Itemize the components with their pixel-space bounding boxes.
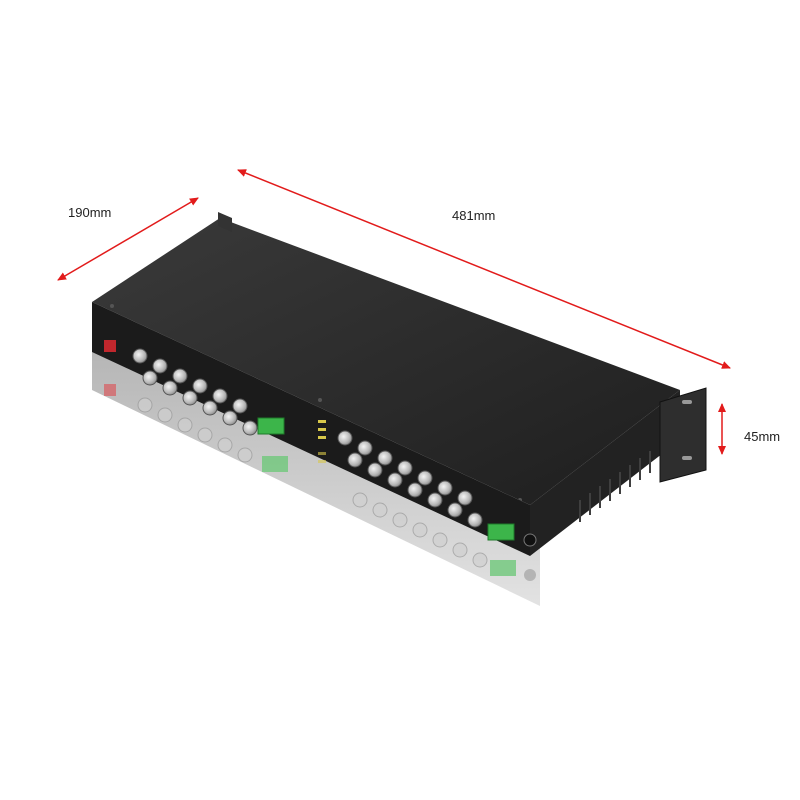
bracket-slot <box>682 456 692 460</box>
width-dimension-label: 481mm <box>452 208 496 223</box>
rack-bracket-right <box>659 387 707 483</box>
depth-arrow <box>57 197 199 281</box>
bnc-connector-icon <box>132 348 258 436</box>
terminal-block-icon <box>257 417 288 472</box>
height-dimension-label: 45mm <box>744 429 781 444</box>
power-jack-icon <box>523 533 537 581</box>
bracket-slot <box>682 400 692 404</box>
rack-bracket-left <box>218 212 232 232</box>
width-arrow <box>237 169 731 369</box>
side-vents <box>579 451 651 522</box>
status-leds <box>318 420 326 463</box>
bnc-connector-reflection <box>352 492 488 568</box>
fiber-port-icon <box>104 340 116 396</box>
terminal-block-icon <box>487 523 516 576</box>
chassis-side <box>530 390 680 556</box>
bnc-connector-icon <box>337 430 483 528</box>
depth-dimension-label: 190mm <box>68 205 112 220</box>
bnc-connector-reflection <box>137 397 253 463</box>
